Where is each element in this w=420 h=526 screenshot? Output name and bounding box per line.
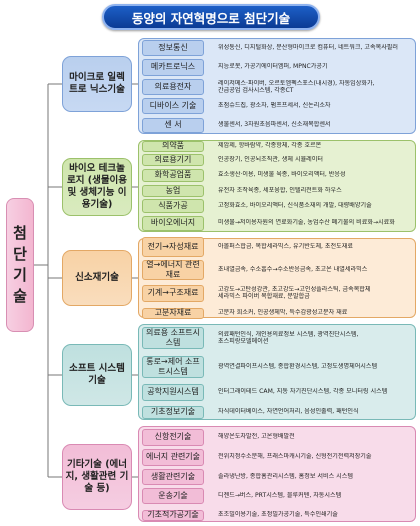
subcategory-description: 지능로봇, 가공기에이터엠퍼, MPNC가공기 [218,63,416,71]
description-line: 초스피랑모델메이션 [218,338,269,345]
subcategory-description: 자식데이터베이스, 자연언어처리, 음성인출력, 패턴인식 [218,408,416,416]
description-line: 전위치정수소분해, 프래스마캐시기술, 신형전기전력저장기술 [218,453,372,461]
subcategory-box: 기초적가공기술 [142,509,204,521]
subcategory-box: 전기→자성재료 [142,237,204,257]
subcategory-box: 생활관련기술 [142,469,204,485]
category-box: 마이크로 일렉트로 닉스기술 [62,56,132,112]
subcategory-box: 정보통신 [142,40,204,56]
subcategory-description: 고정화효소, 바이오리액터, 신식품소재의 개발, 대량배양기술 [218,202,416,210]
description-line: 초내열금속, 수소흡수→수소반응금속, 초고온 내열세라믹스 [218,266,368,274]
subcategory-description: 해양온도차발전, 고온형배발전 [218,433,416,441]
description-line: 세라믹스 파이버 복합재료, 분말합금 [218,293,310,300]
subcategory-description: 의료패턴인식, 개인용의료정보 시스템, 광역진단시스템,초스피랑모델메이션 [218,331,416,346]
description-line: 고정화효소, 바이오리액터, 신식품소재의 개발, 대량배양기술 [218,202,372,210]
subcategory-description: 초점슈드칩, 광소자, 펌프프세서, 신논리소자 [218,102,416,110]
description-line: 인공장기, 인공뇌조직관, 생체 시뮬레이터 [218,156,323,164]
description-line: 미생물→저이용자원의 연료화기술, 농업수산 폐기물의 비료화→시료화 [218,219,395,227]
description-line: 고분자 희소커, 인공생체막, 특수감광성고분자 재료 [218,309,348,317]
subcategory-description: 인터그래이테드 CAM, 지동 자기진단시스템, 각종 모니터링 시스템 [218,388,416,396]
subcategory-box: 의료용 소프트시스템 [142,327,204,349]
description-line: 인터그래이테드 CAM, 지동 자기진단시스템, 각종 모니터링 시스템 [218,388,388,396]
subcategory-description: 위성통신, 디지털화상, 분산형마이크로 컴퓨터, 네트워크, 고속복사필러 [218,44,416,52]
description-line: 초조밀이용기술, 초정밀가공기술, 특수인쇄기술 [218,511,338,519]
subcategory-box: 통로→제어 소프트시스템 [142,356,204,378]
subcategory-description: 제암제, 항바람약, 각종항체, 각종 호르몬 [218,142,416,150]
subcategory-box: 신항전기술 [142,428,204,446]
subcategory-box: 디바이스 기술 [142,98,204,114]
subcategory-box: 센 서 [142,117,204,133]
description-line: 레이저메스·파이버, 오르토엠펙스포스(내시경), 자동임상화가, [218,79,375,87]
subcategory-box: 기계→구조재료 [142,284,204,302]
subcategory-box: 메카트로닉스 [142,58,204,76]
description-line: 지능로봇, 가공기에이터엠퍼, MPNC가공기 [218,63,328,71]
subcategory-description: 전위치정수소분해, 프래스마캐시기술, 신형전기전력저장기술 [218,453,416,461]
description-line: 제암제, 항바람약, 각종항체, 각종 호르몬 [218,142,322,150]
subcategory-description: 고분자 희소커, 인공생체막, 특수감광성고분자 재료 [218,309,416,317]
subcategory-box: 열→에너지 관련재료 [142,260,204,280]
description-line: 의료패턴인식, 개인용의료정보 시스템, 광역진단시스템, [218,330,359,338]
category-box: 신소재기술 [62,250,132,306]
description-line: 해양온도차발전, 고온형배발전 [218,433,295,441]
subcategory-box: 화학공업품 [142,168,204,182]
subcategory-description: 레이저메스·파이버, 오르토엠펙스포스(내시경), 자동임상화가,간급공업 검사… [218,80,416,95]
root-char: 기 [13,266,27,284]
subcategory-description: 초조밀이용기술, 초정밀가공기술, 특수인쇄기술 [218,511,416,519]
description-line: 위성통신, 디지털화상, 분산형마이크로 컴퓨터, 네트워크, 고속복사필러 [218,44,399,52]
subcategory-description: 인공장기, 인공뇌조직관, 생체 시뮬레이터 [218,156,416,164]
subcategory-description: 아몰퍼스합금, 복합세라믹스, 유기반도체, 초전도재료 [218,243,416,251]
subcategory-description: 생물센서, 3차원초음파센서, 신소재복합센서 [218,121,416,129]
subcategory-description: 초내열금속, 수소흡수→수소반응금속, 초고온 내열세라믹스 [218,266,416,274]
page-title: 동양의 자연혁명으로 첨단기술 [102,4,320,30]
description-line: 유전자 조작육종, 세포융합, 인텔리전트화 하우스 [218,187,342,195]
subcategory-box: 의료용기기 [142,154,204,166]
description-line: 생물센서, 3차원초음파센서, 신소재복합센서 [218,121,331,129]
subcategory-box: 식품가공 [142,199,204,213]
subcategory-box: 기초정보기술 [142,405,204,419]
description-line: 솔라냉난방, 종합홈관리시스템, 홈정보 서비스 시스템 [218,473,353,481]
description-line: 디젠드→버스, PRT시스템, 블루커텐, 자동시스템 [218,492,342,500]
description-line: 아몰퍼스합금, 복합세라믹스, 유기반도체, 초전도재료 [218,243,353,251]
subcategory-box: 의료용전자 [142,79,204,95]
subcategory-box: 농업 [142,185,204,197]
subcategory-description: 효소생산·이용, 미생물 육종, 바이오리액터, 반응성 [218,171,416,179]
subcategory-box: 의약품 [142,140,204,152]
subcategory-box: 고분자재료 [142,307,204,319]
description-line: 간급공업 검사시스템, 각종CT [218,87,294,94]
subcategory-description: 유전자 조작육종, 세포융합, 인텔리전트화 하우스 [218,187,416,195]
subcategory-box: 에너지 관련기술 [142,448,204,466]
root-char: 단 [13,245,27,263]
description-line: 효소생산·이용, 미생물 육종, 바이오리액터, 반응성 [218,171,346,179]
subcategory-description: 미생물→저이용자원의 연료화기술, 농업수산 폐기물의 비료화→시료화 [218,219,416,227]
description-line: 광역연결파이프시스템, 종합환경시스템, 고정도생명체어시스템 [218,363,378,371]
root-char: 술 [13,287,27,305]
subcategory-box: 바이오에너지 [142,215,204,231]
description-line: 자식데이터베이스, 자연언어처리, 음성인출력, 패턴인식 [218,408,359,416]
subcategory-description: 디젠드→버스, PRT시스템, 블루커텐, 자동시스템 [218,492,416,500]
subcategory-description: 광역연결파이프시스템, 종합환경시스템, 고정도생명체어시스템 [218,363,416,371]
subcategory-box: 공학지원시스템 [142,383,204,401]
category-box: 바이오 테크놀로지 (생물이용 및 생체기능 이용기술) [62,158,132,216]
description-line: 고강도→고탄성강관, 초고강도→고인성플라스틱, 금속복합체 [218,285,371,293]
subcategory-description: 솔라냉난방, 종합홈관리시스템, 홈정보 서비스 시스템 [218,473,416,481]
category-box: 소프트 시스템기술 [62,344,132,406]
description-line: 초점슈드칩, 광소자, 펌프프세서, 신논리소자 [218,102,331,110]
root-char: 첨 [13,224,27,242]
subcategory-box: 운송기술 [142,488,204,504]
category-box: 기타기술 (에너지, 생활관련 기술 등) [62,444,132,510]
